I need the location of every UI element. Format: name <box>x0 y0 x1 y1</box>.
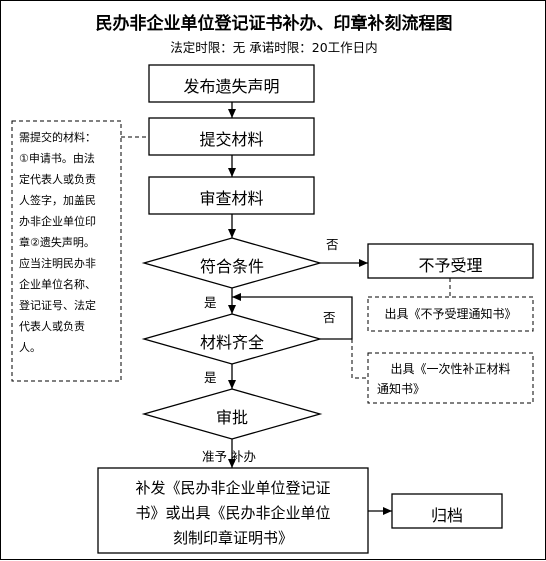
publish-notice-label: 发布遗失声明 <box>183 77 280 96</box>
approval-label: 审批 <box>215 408 248 427</box>
review-materials-label: 审查材料 <box>199 189 264 208</box>
required-materials-note-box <box>11 120 122 382</box>
note-line: 应当注明民办非 <box>19 257 96 270</box>
note-line: 办非企业单位印 <box>19 215 96 228</box>
note-line: 人。 <box>19 341 41 354</box>
time-limit-subtitle: 法定时限：无 承诺时限：20工作日内 <box>170 40 378 55</box>
required-materials-note: 需提交的材料： ①申请书。由法 定代表人或负责 人签字，加盖民 办非企业单位印 … <box>19 127 119 358</box>
meets-conditions-label: 符合条件 <box>199 257 264 276</box>
not-accepted-notice-text: 出具《不予受理通知书》 <box>384 307 517 321</box>
yes-label-conditions: 是 <box>204 295 217 310</box>
supplement-note-connector <box>351 339 368 379</box>
supplement-notice-line-1: 出具《一次性补正材料 <box>390 362 511 376</box>
not-accepted-box <box>367 243 534 279</box>
note-line: 登记证号、法定 <box>19 299 96 312</box>
reissue-label-line-3: 刻制印章证明书》 <box>172 529 293 547</box>
flowchart-title: 民办非企业单位登记证书补办、印章补刻流程图 <box>95 14 453 34</box>
loop-no-back <box>232 293 353 340</box>
supplement-notice-box <box>367 352 534 404</box>
no-label-complete: 否 <box>323 310 336 325</box>
note-line: 人签字，加盖民 <box>19 194 96 207</box>
yes-label-complete: 是 <box>204 370 217 385</box>
materials-complete-label: 材料齐全 <box>199 333 264 352</box>
note-line: 需提交的材料： <box>19 131 96 144</box>
note-line: 章②遗失声明。 <box>19 236 95 249</box>
supplement-notice-line-2: 通知书》 <box>377 382 426 396</box>
submit-materials-label: 提交材料 <box>199 130 264 149</box>
reissue-box <box>97 467 369 554</box>
archive-label: 归档 <box>430 506 463 525</box>
not-accepted-notice-box <box>367 296 534 332</box>
note-line: 定代表人或负责 <box>19 173 96 186</box>
approve-reissue-label: 准予 补办 <box>202 449 256 464</box>
reissue-label-line-2: 书》或出具《民办非企业单位 <box>135 504 331 522</box>
not-accepted-label: 不予受理 <box>418 256 483 275</box>
note-line: ①申请书。由法 <box>19 152 95 165</box>
publish-notice-box <box>148 64 315 103</box>
submit-materials-box <box>148 117 315 156</box>
note-line: 代表人或负责 <box>19 320 85 333</box>
reissue-label-line-1: 补发《民办非企业单位登记证 <box>135 479 331 497</box>
no-label-conditions: 否 <box>326 237 339 252</box>
note-line: 企业单位名称、 <box>19 278 96 291</box>
